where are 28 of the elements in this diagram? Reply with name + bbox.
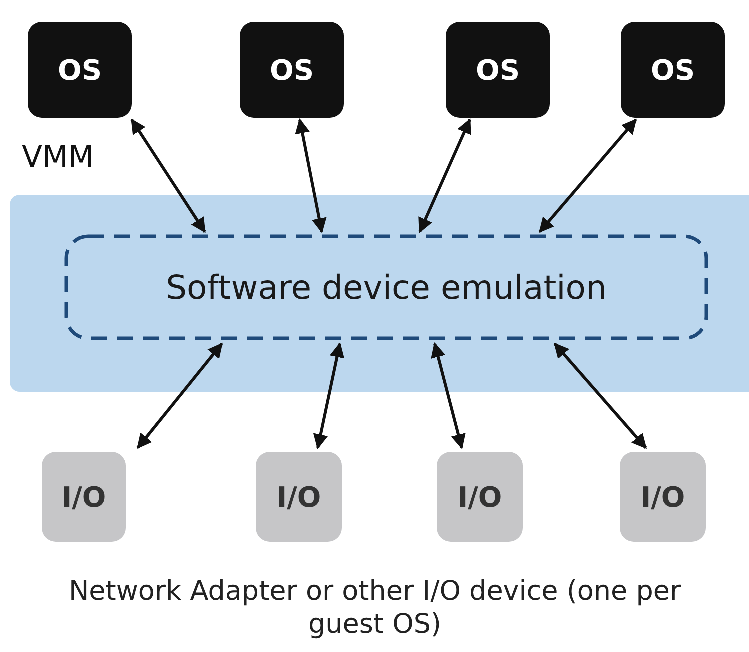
double-arrow (431, 342, 466, 450)
box-label: Software device emulation (166, 268, 607, 307)
box-label: I/O (276, 480, 322, 514)
box-label: OS (270, 54, 314, 86)
double-arrow (313, 342, 345, 450)
os-box (240, 22, 344, 118)
box-label: I/O (640, 480, 686, 514)
box-label: I/O (62, 480, 106, 514)
double-arrow (554, 342, 648, 450)
box-label: OS (651, 54, 695, 86)
os-box (28, 22, 132, 118)
double-arrow (130, 118, 206, 234)
double-arrow (418, 118, 472, 234)
dashed-box (65, 235, 708, 340)
box-label: OS (58, 54, 102, 86)
io-box (437, 452, 523, 542)
caption-text: Network Adapter or other I/O device (one per guest OS) (68, 576, 682, 642)
double-arrow (136, 342, 224, 450)
os-box (621, 22, 725, 118)
io-box (42, 452, 126, 542)
band-label: VMM (22, 140, 94, 175)
double-arrow (538, 118, 638, 234)
io-box (256, 452, 342, 542)
box-label: OS (476, 54, 520, 86)
io-box (620, 452, 706, 542)
box-label: I/O (458, 480, 502, 514)
double-arrow (295, 118, 327, 234)
os-box (446, 22, 550, 118)
